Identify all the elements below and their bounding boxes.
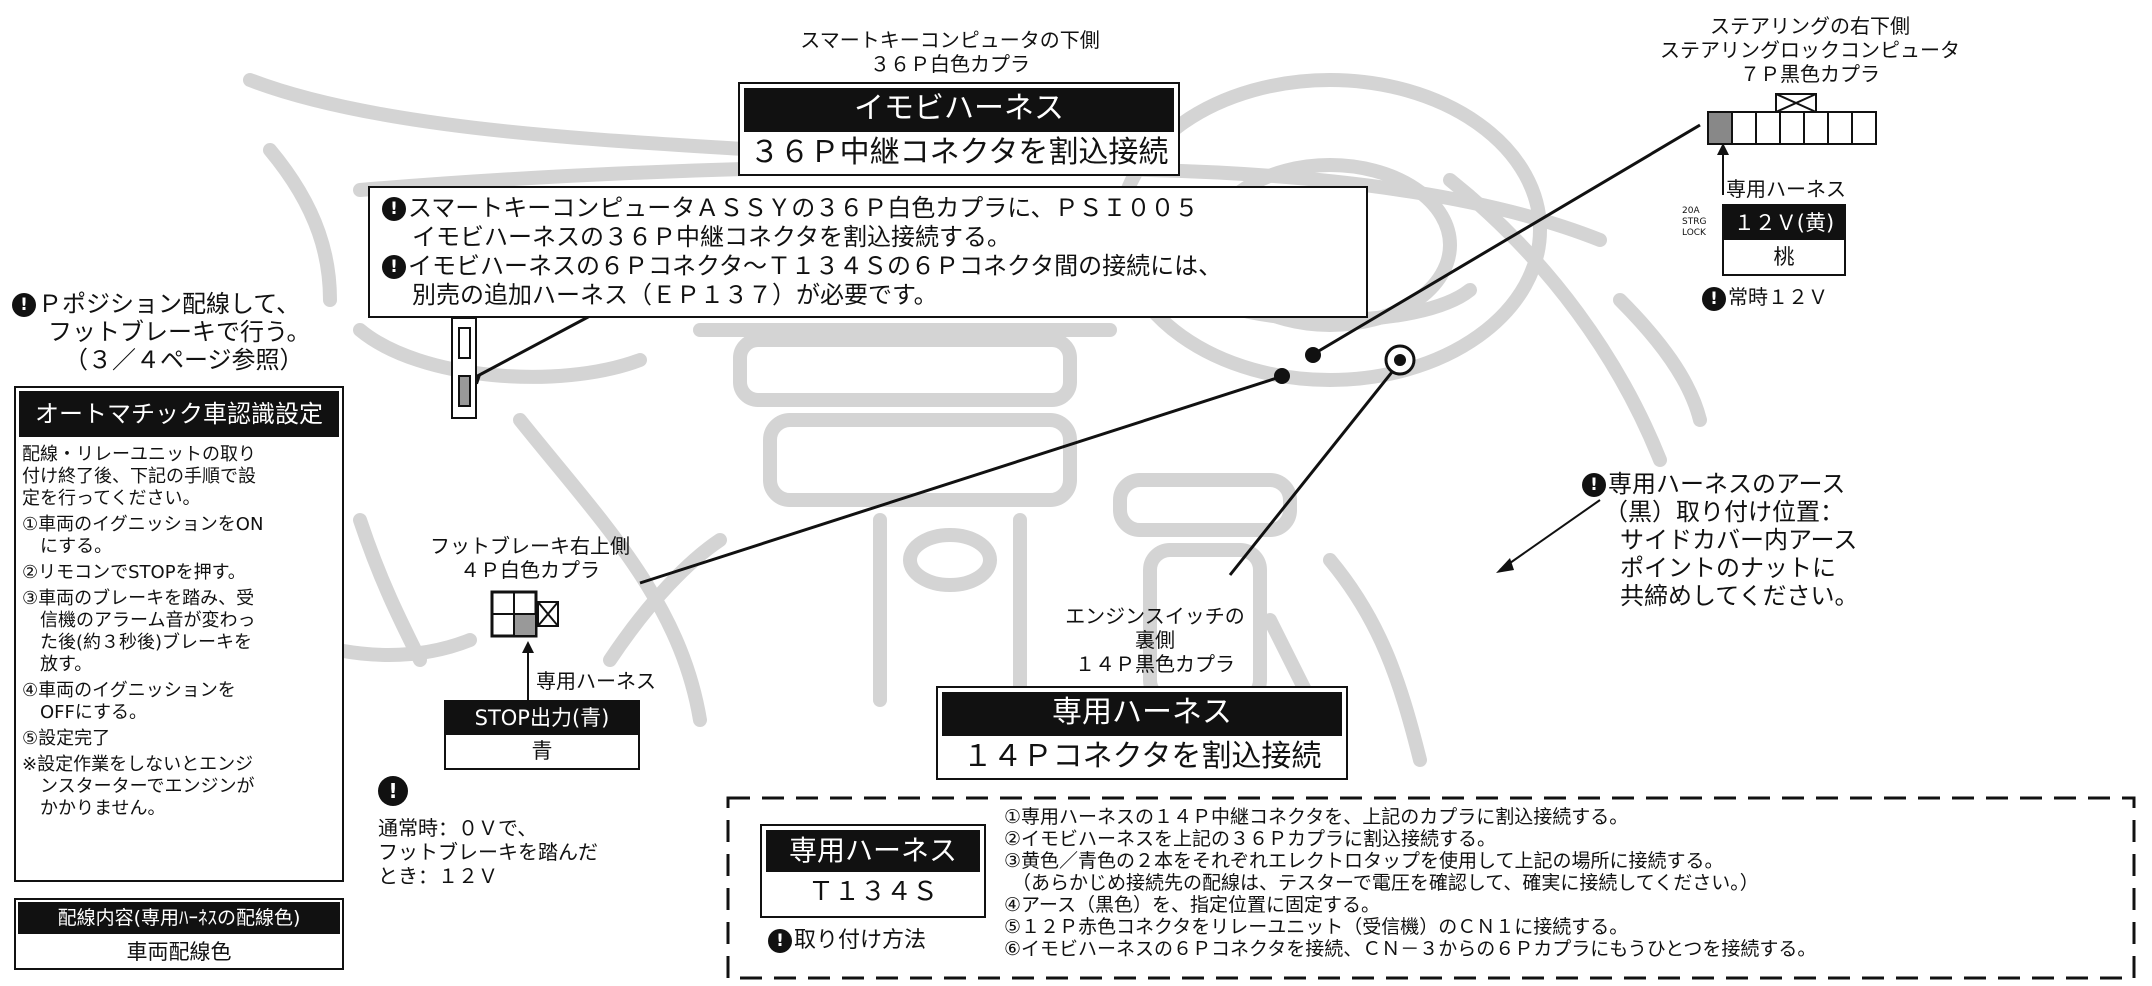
footbrake-wire-box: STOP出力(青) 青 <box>444 700 640 770</box>
install-model: Ｔ１３４Ｓ <box>807 877 938 907</box>
notice-line2b: 別売の追加ハーネス（ＥＰ１３７）が必要です。 <box>412 281 938 309</box>
pposition-line1: !Ｐポジション配線して、 <box>12 290 300 318</box>
auto-step-1: ①車両のイグニッションをON にする。 <box>22 514 264 557</box>
footbrake-vehicle-color: 青 <box>531 739 553 763</box>
ground-line1-text: 専用ハーネスのアース <box>1608 470 1846 498</box>
auto-step-4: ④車両のイグニッションを OFFにする。 <box>22 680 236 723</box>
smartkey-harness-label: イモビハーネス ３６Ｐ中継コネクタを割込接続 <box>738 82 1180 176</box>
ground-line4: ポイントのナットに <box>1620 554 1836 582</box>
footbrake-wire-label: STOP出力(青) <box>446 702 638 735</box>
fuse-label: 20A STRG LOCK <box>1682 206 1707 238</box>
install-step-3-note: （あらかじめ接続先の配線は、テスターで電圧を確認して、確実に接続してください。） <box>1012 872 1759 894</box>
exclamation-icon: ! <box>768 929 792 953</box>
install-method-label: 取り付け方法 <box>794 928 927 953</box>
smartkey-location-line2: ３６Ｐ白色カプラ <box>870 52 1030 76</box>
install-step-3: ③黄色／青色の２本をそれぞれエレクトロタップを使用して上記の場所に接続する。 <box>1004 850 1724 872</box>
exclamation-icon: ! <box>1582 473 1606 497</box>
auto-setting-title: オートマチック車認識設定 <box>19 391 339 437</box>
steering-line2: ステアリングロックコンピュータ <box>1660 38 1960 62</box>
exclamation-icon: ! <box>382 197 406 221</box>
exclamation-icon: ! <box>12 293 36 317</box>
steering-wire-label: １２Ｖ(黄) <box>1724 206 1844 240</box>
steering-wire-box: １２Ｖ(黄) 桃 <box>1722 204 1846 276</box>
wire-color-legend: 配線内容(専用ﾊｰﾈｽの配線色) 車両配線色 <box>14 898 344 970</box>
steering-vehicle-color: 桃 <box>1773 245 1795 269</box>
steering-note: !常時１２Ｖ <box>1702 284 1828 311</box>
install-method: !取り付け方法 <box>768 928 926 954</box>
install-step-2: ②イモビハーネスを上記の３６Ｐカプラに割込接続する。 <box>1004 828 1497 850</box>
engine-line3: １４Ｐ黒色カプラ <box>1075 652 1235 676</box>
exclamation-icon: ! <box>1702 286 1726 311</box>
ground-line5: 共締めしてください。 <box>1620 582 1859 610</box>
auto-step-note: ※設定作業をしないとエンジ ンスターターでエンジンが かかりません。 <box>22 754 255 819</box>
ground-line1: !専用ハーネスのアース <box>1582 470 1845 498</box>
auto-step-2: ②リモコンでSTOPを押す。 <box>22 562 246 583</box>
auto-step-5: ⑤設定完了 <box>22 728 111 749</box>
footbrake-line1: フットブレーキ右上側 <box>430 534 630 558</box>
notice-item-1: !スマートキーコンピュータＡＳＳＹの３６Ｐ白色カプラに、ＰＳＩ００５ <box>382 194 1354 223</box>
footbrake-harness-label: 専用ハーネス <box>536 669 656 693</box>
legend-body: 車両配線色 <box>126 940 232 964</box>
footbrake-warning-icon: ! <box>378 776 410 806</box>
steering-note-text: 常時１２Ｖ <box>1728 285 1828 309</box>
install-steps: ①専用ハーネスの１４Ｐ中継コネクタを、上記のカプラに割込接続する。 ②イモビハー… <box>1004 806 1816 960</box>
exclamation-icon: ! <box>378 776 408 806</box>
engine-line2: 裏側 <box>1135 628 1175 652</box>
engine-title: 専用ハーネス <box>942 692 1342 734</box>
steering-harness-label: 専用ハーネス <box>1726 177 1846 201</box>
install-step-6: ⑥イモビハーネスの６Ｐコネクタを接続、ＣＮ－３からの６Ｐカプラにもうひとつを接続… <box>1004 938 1817 960</box>
notice-box: !スマートキーコンピュータＡＳＳＹの３６Ｐ白色カプラに、ＰＳＩ００５ イモビハー… <box>368 186 1368 318</box>
auto-step-3: ③車両のブレーキを踏み、受 信機のアラーム音が変わっ た後(約３秒後)ブレーキを… <box>22 588 256 675</box>
pposition-line3: （３／４ページ参照） <box>64 346 304 374</box>
auto-setting-panel: オートマチック車認識設定 配線・リレーユニットの取り 付け終了後、下記の手順で設… <box>14 386 344 882</box>
notice-line2a: イモビハーネスの６Ｐコネクタ～Ｔ１３４Ｓの６Ｐコネクタ間の接続には、 <box>408 252 1223 280</box>
notice-item-2: !イモビハーネスの６Ｐコネクタ～Ｔ１３４Ｓの６Ｐコネクタ間の接続には、 <box>382 252 1354 281</box>
ground-line2: （黒）取り付け位置： <box>1604 498 1844 526</box>
engine-subtitle: １４Ｐコネクタを割込接続 <box>942 734 1342 778</box>
notice-line1b: イモビハーネスの３６Ｐ中継コネクタを割込接続する。 <box>412 223 1012 251</box>
install-step-4: ④アース（黒色）を、指定位置に固定する。 <box>1004 894 1380 916</box>
engine-line1: エンジンスイッチの <box>1065 604 1245 628</box>
pposition-line2: フットブレーキで行う。 <box>48 318 311 346</box>
steering-line3: ７Ｐ黒色カプラ <box>1740 62 1880 86</box>
engine-harness-label: 専用ハーネス １４Ｐコネクタを割込接続 <box>936 686 1348 780</box>
smartkey-subtitle: ３６Ｐ中継コネクタを割込接続 <box>744 130 1174 174</box>
notice-line1a: スマートキーコンピュータＡＳＳＹの３６Ｐ白色カプラに、ＰＳＩ００５ <box>408 194 1199 222</box>
install-step-1: ①専用ハーネスの１４Ｐ中継コネクタを、上記のカプラに割込接続する。 <box>1004 806 1629 828</box>
smartkey-location-line1: スマートキーコンピュータの下側 <box>800 28 1100 52</box>
legend-header: 配線内容(専用ﾊｰﾈｽの配線色) <box>18 902 340 934</box>
steering-line1: ステアリングの右下側 <box>1710 14 1910 38</box>
exclamation-icon: ! <box>382 255 406 279</box>
install-harness-label: 専用ハーネス Ｔ１３４Ｓ <box>760 824 986 918</box>
footbrake-line2: ４Ｐ白色カプラ <box>460 558 600 582</box>
install-step-5: ⑤１２Ｐ赤色コネクタをリレーユニット（受信機）のＣＮ１に接続する。 <box>1004 916 1629 938</box>
pposition-line1-text: Ｐポジション配線して、 <box>38 290 301 318</box>
install-title: 専用ハーネス <box>766 830 980 872</box>
auto-setting-intro: 配線・リレーユニットの取り 付け終了後、下記の手順で設 定を行ってください。 <box>22 444 256 509</box>
footbrake-note: 通常時：０Ｖで、 フットブレーキを踏んだ とき：１２Ｖ <box>378 816 598 888</box>
ground-line3: サイドカバー内アース <box>1620 526 1858 554</box>
smartkey-title: イモビハーネス <box>744 88 1174 130</box>
